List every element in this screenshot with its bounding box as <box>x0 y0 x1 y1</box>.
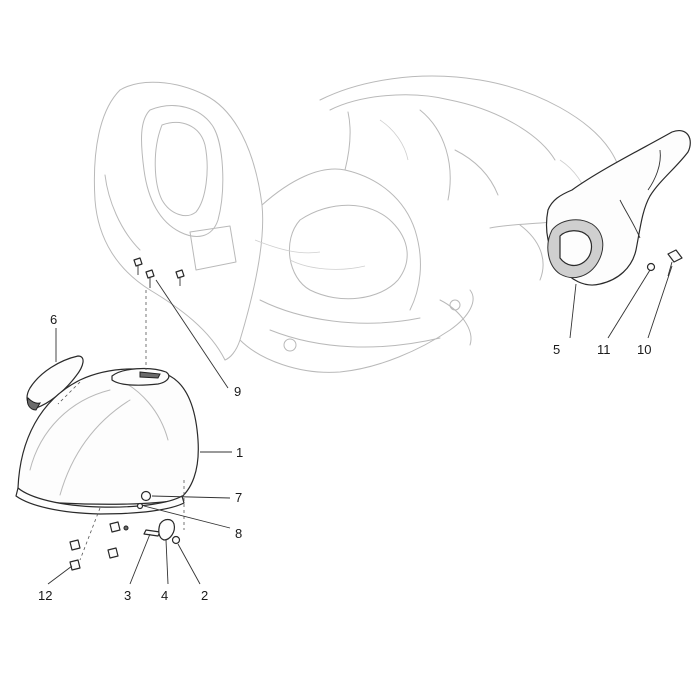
callout-10: 10 <box>637 342 651 357</box>
callout-1: 1 <box>236 445 243 460</box>
screw-3-part <box>143 529 161 537</box>
callout-5: 5 <box>553 342 560 357</box>
clip-7-part <box>140 490 152 502</box>
callout-6: 6 <box>50 312 57 327</box>
rear-mudguard-part <box>545 130 691 286</box>
clips-12-part <box>69 507 129 571</box>
washer-11-part <box>646 262 656 272</box>
front-mudguard-part <box>15 367 199 515</box>
callout-2: 2 <box>201 588 208 603</box>
callout-12: 12 <box>38 588 52 603</box>
screws-9-part <box>133 257 185 370</box>
nut-8-part <box>136 502 144 510</box>
front-emblem-part <box>26 355 84 411</box>
callout-labels: 6 9 1 7 8 12 3 4 2 5 11 10 <box>38 312 651 603</box>
callout-11: 11 <box>597 342 611 357</box>
callout-8: 8 <box>235 526 242 541</box>
bracket-4-part <box>158 518 175 541</box>
callout-9: 9 <box>234 384 241 399</box>
scooter-body-ghost <box>93 75 621 373</box>
callout-4: 4 <box>161 588 168 603</box>
leader-lines <box>47 265 673 585</box>
screw-10-part <box>667 249 683 277</box>
washer-2-part <box>171 535 181 545</box>
callout-7: 7 <box>235 490 242 505</box>
callout-3: 3 <box>124 588 131 603</box>
